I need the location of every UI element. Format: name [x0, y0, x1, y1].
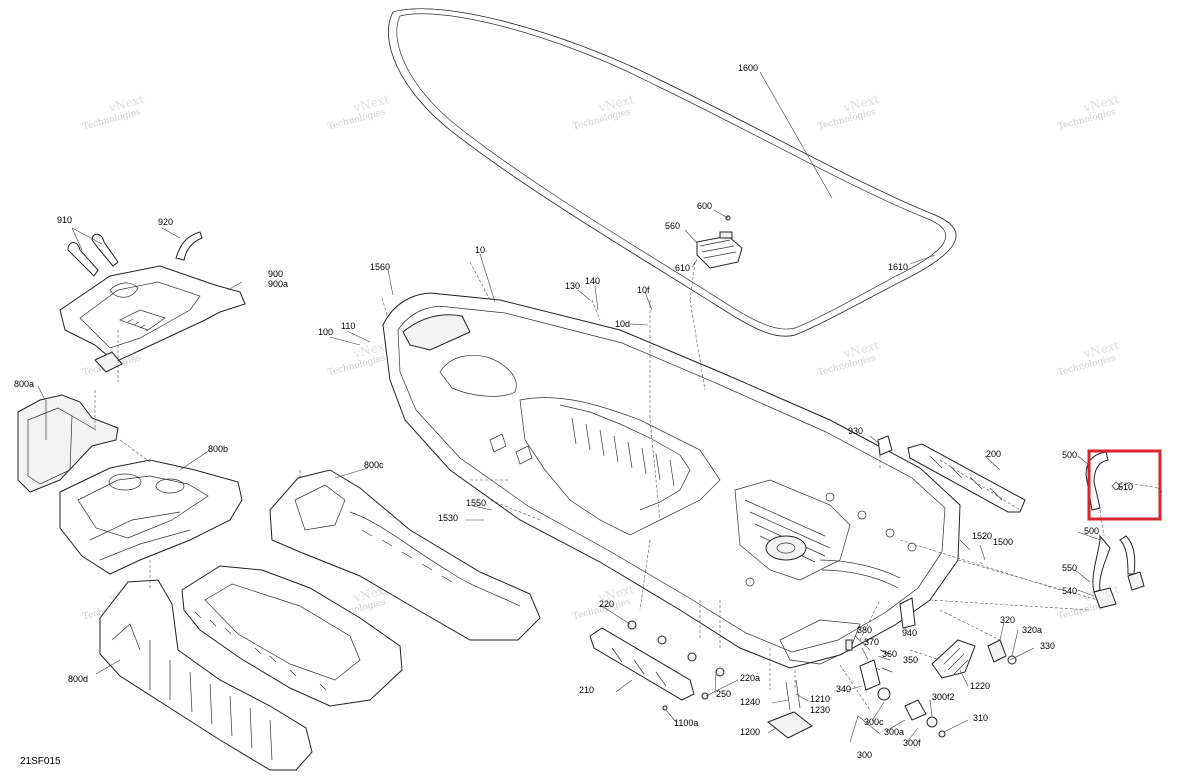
- callout-label: 220a: [740, 673, 760, 683]
- callout-label: 370: [864, 637, 879, 647]
- callout-label: 500: [1084, 526, 1099, 536]
- callout-label: 350: [903, 655, 918, 665]
- callout-label: 10d: [615, 319, 630, 329]
- callout-label: 10: [475, 245, 485, 255]
- rail-210: [589, 627, 695, 701]
- callout-label: 920: [158, 217, 173, 227]
- callout-label: 900a: [268, 279, 288, 289]
- strap-920: [175, 231, 203, 261]
- callout-label: 1230: [810, 705, 830, 715]
- explode-lines: [94, 261, 1161, 711]
- callout-label: 300f2: [932, 692, 955, 702]
- callout-label: 940: [902, 628, 917, 638]
- callout-label: 310: [973, 713, 988, 723]
- callout-label: 550: [1062, 563, 1077, 573]
- callout-label: 210: [579, 685, 594, 695]
- callout-label: 140: [585, 276, 600, 286]
- callout-label: 1100a: [674, 718, 698, 728]
- callout-label: 610: [675, 263, 690, 273]
- callout-label: 300: [857, 750, 872, 760]
- callout-label: 100: [318, 327, 333, 337]
- callout-label: 540: [1062, 586, 1077, 596]
- callout-label: 800c: [364, 460, 384, 470]
- callout-label: 800d: [68, 674, 88, 684]
- callout-label: 1530: [438, 513, 458, 523]
- callout-label: 200: [986, 449, 1001, 459]
- callout-label: 1200: [740, 727, 760, 737]
- foam-800a: [17, 394, 119, 493]
- fasteners-220: [627, 620, 725, 711]
- handlebar-500: [1085, 451, 1163, 593]
- callout-labels: 1600 1610 560 600 610 10 10f 10d 130 140…: [14, 63, 1133, 760]
- callout-label: 1500: [993, 537, 1013, 547]
- foam-tray: [181, 565, 403, 707]
- callout-label: 800b: [208, 444, 228, 454]
- drawing-code: 21SF015: [20, 756, 61, 767]
- bracket-340: [845, 639, 893, 691]
- grate-1220: [931, 639, 976, 679]
- callout-label: 360: [882, 649, 897, 659]
- callout-label: 320a: [1022, 625, 1042, 635]
- callout-label: 1240: [740, 697, 760, 707]
- callout-label: 320: [1000, 615, 1015, 625]
- callout-label: 220: [599, 599, 614, 609]
- callout-label: 910: [57, 215, 72, 225]
- callout-label: 130: [565, 281, 580, 291]
- callout-label: 900: [268, 269, 283, 279]
- callout-label: 930: [848, 426, 863, 436]
- callout-label: 380: [857, 625, 872, 635]
- foam-800b: [59, 459, 243, 575]
- plate-1200: [767, 679, 813, 739]
- callout-label: 250: [716, 689, 731, 699]
- seal-1600: [388, 8, 957, 337]
- callout-label: 800a: [14, 379, 34, 389]
- callout-label: 500: [1062, 450, 1077, 460]
- callout-label: 600: [697, 201, 712, 211]
- handles-910: [67, 233, 119, 277]
- callout-label: 1210: [810, 694, 830, 704]
- callout-label: 340: [836, 684, 851, 694]
- callout-label: 330: [1040, 641, 1055, 651]
- foam-800c: [269, 469, 541, 641]
- storage-bin-900: [59, 265, 246, 373]
- callout-label: 300f: [903, 738, 921, 748]
- highlight-box: [1087, 449, 1162, 521]
- callout-label: 110: [341, 321, 355, 331]
- hull-10: [382, 292, 961, 669]
- callout-label: 300c: [864, 717, 884, 727]
- leader-lines: [37, 71, 1131, 744]
- bracket-940: [899, 597, 916, 629]
- callout-label: 510: [1118, 482, 1133, 492]
- foam-800d: [99, 579, 313, 771]
- callout-label: 1220: [970, 681, 990, 691]
- bracket-930: [877, 435, 893, 456]
- callout-label: 1600: [738, 63, 758, 73]
- callout-label: 560: [665, 221, 680, 231]
- callout-label: 1550: [466, 498, 486, 508]
- fitting-320: [987, 639, 1017, 665]
- pump-assembly-300: [877, 687, 946, 738]
- callout-label: 300a: [884, 727, 904, 737]
- callout-label: 1520: [972, 531, 992, 541]
- callout-label: 10f: [637, 285, 650, 295]
- callout-label: 1560: [370, 262, 390, 272]
- callout-label: 1610: [888, 262, 908, 272]
- hinge-540: [1093, 571, 1145, 609]
- vent-box-560: [696, 215, 743, 269]
